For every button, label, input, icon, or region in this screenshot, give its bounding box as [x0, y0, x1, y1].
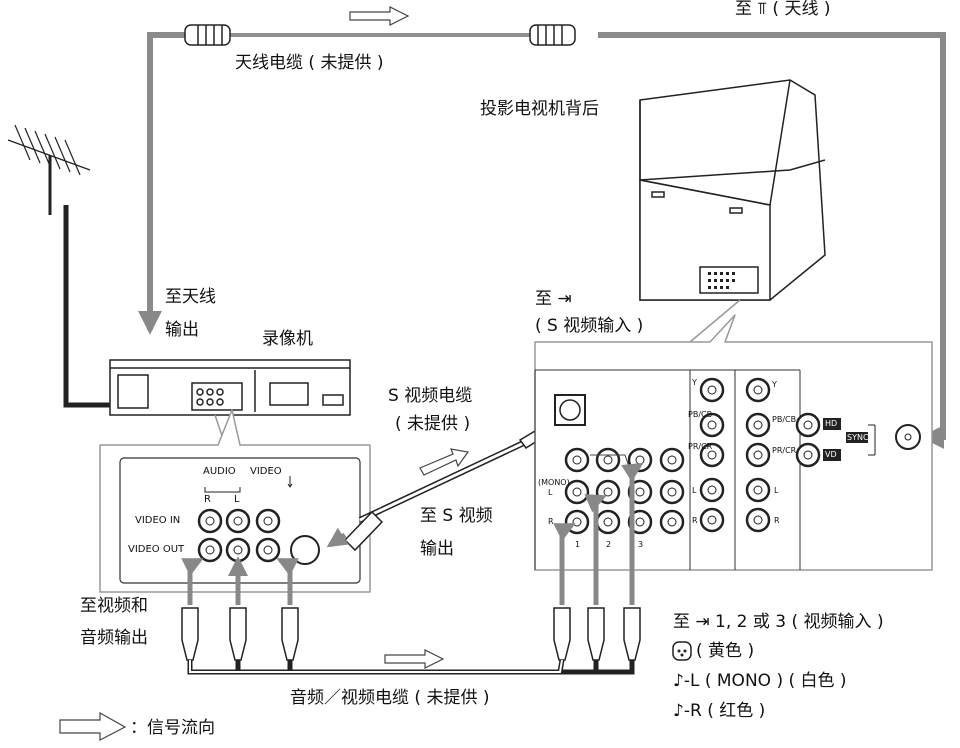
projection-tv-icon: [639, 79, 826, 343]
tv-sync-label: SYNC: [847, 433, 869, 442]
to-s-video-out-label-2: 输出: [420, 539, 454, 559]
tv-l-label-3: L: [774, 486, 779, 495]
antenna-icon: [7, 124, 130, 408]
projection-tv-rear-label: 投影电视机背后: [480, 99, 599, 119]
antenna-cable: [184, 6, 576, 46]
tv-mono-label: (MONO): [538, 478, 570, 487]
tv-input-1-label: 1: [575, 540, 581, 549]
to-antenna-output-label-1: 至天线: [165, 287, 216, 307]
tv-y-label: Y: [692, 378, 697, 387]
vcr-l-label: L: [234, 494, 240, 505]
to-s-video-in-label-1: 至 ⇥: [535, 289, 572, 309]
tv-r-label-2: R: [692, 516, 698, 525]
tv-pb-label-2: PB/CB: [772, 415, 797, 424]
vcr-audio-label: AUDIO: [203, 466, 236, 477]
vcr-panel-zoom: [99, 409, 371, 593]
vcr-icon: [109, 359, 351, 446]
signal-flow-legend-label: ：信号流向: [130, 718, 215, 738]
to-antenna-top-label: 至 ⫪ ( 天线 ): [735, 0, 831, 19]
audio-r-red-note: ♪-R ( 红色 ): [673, 701, 766, 721]
to-s-video-out-label-1: 至 S 视频: [420, 506, 493, 526]
tv-l-label-2: L: [692, 486, 697, 495]
tv-hd-label: HD: [825, 419, 838, 428]
tv-l-label: L: [548, 488, 553, 497]
tv-pb-label: PB/CB: [688, 410, 713, 419]
tv-r-label: R: [548, 517, 554, 526]
tv-pr-label-2: PR/CR: [772, 446, 797, 455]
antenna-cable-label: 天线电缆 ( 未提供 ): [235, 53, 384, 73]
vcr-r-label: R: [204, 494, 211, 505]
video-yellow-note: ( 黄色 ): [696, 641, 755, 661]
to-av-out-label-2: 音频输出: [80, 628, 148, 648]
tv-input-3-label: 3: [638, 540, 644, 549]
s-video-cable-label-2: ( 未提供 ): [395, 414, 471, 434]
video-jack-symbol-icon: [672, 641, 692, 661]
audio-l-white-note: ♪-L ( MONO ) ( 白色 ): [673, 671, 847, 691]
to-antenna-output-label-2: 输出: [165, 320, 199, 340]
av-cable: [181, 462, 644, 675]
tv-r-label-3: R: [774, 516, 780, 525]
tv-input-2-label: 2: [606, 540, 612, 549]
vcr-video-out-label: VIDEO OUT: [128, 544, 185, 555]
av-cable-label: 音频／视频电缆 ( 未提供 ): [290, 688, 490, 708]
video-input-note: 至 ⇥ 1, 2 或 3 ( 视频输入 ): [673, 612, 884, 632]
tv-vd-label: VD: [825, 450, 837, 459]
to-av-out-label-1: 至视频和: [80, 596, 148, 616]
tv-y-label-2: Y: [772, 380, 777, 389]
vcr-video-in-label: VIDEO IN: [135, 515, 181, 526]
vcr-label: 录像机: [262, 329, 313, 349]
vcr-video-label: VIDEO: [250, 466, 282, 477]
antenna-route-lines: [138, 32, 946, 449]
to-s-video-in-label-2: ( S 视频输入 ): [535, 316, 644, 336]
tv-pr-label: PR/CR: [688, 442, 713, 451]
s-video-cable-label-1: S 视频电缆: [388, 386, 473, 406]
signal-flow-legend-arrow: [59, 711, 127, 741]
